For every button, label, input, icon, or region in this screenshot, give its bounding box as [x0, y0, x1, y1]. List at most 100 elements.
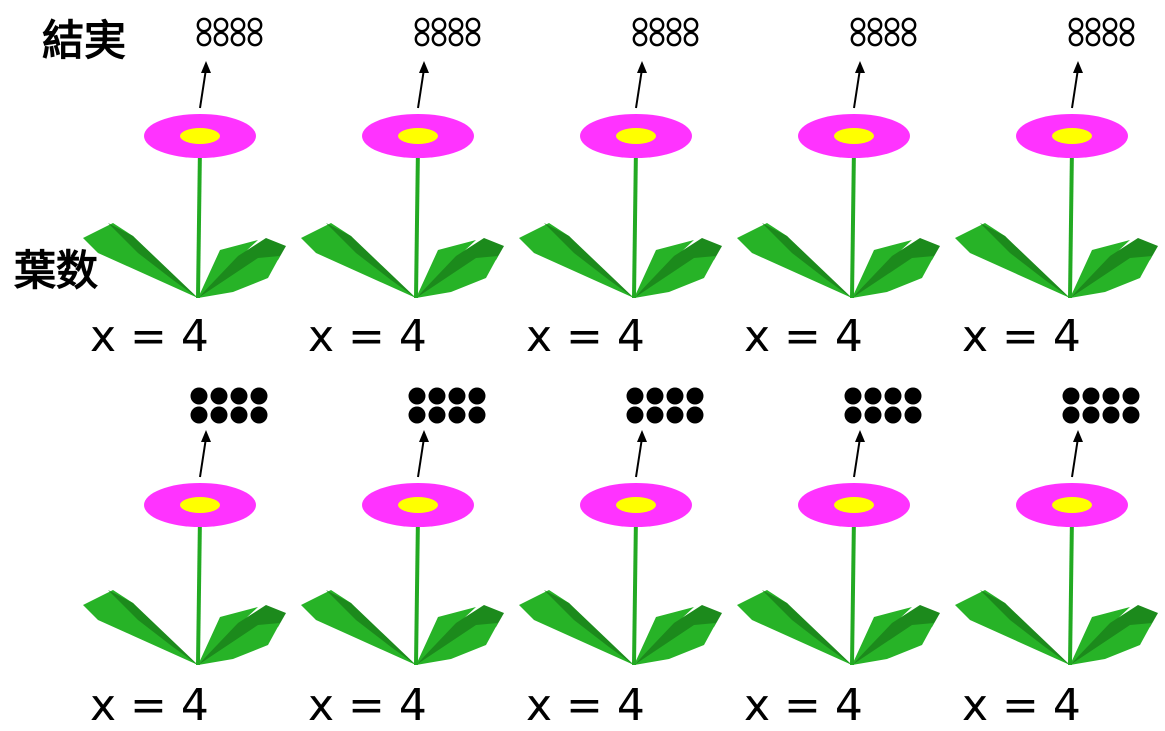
seed-hollow	[450, 33, 462, 45]
arrow-head	[201, 430, 211, 442]
plant	[301, 388, 504, 666]
seed-filled	[469, 407, 486, 424]
seed-filled	[865, 388, 882, 405]
stem	[198, 515, 200, 665]
arrow-shaft	[200, 69, 206, 108]
seed-hollow	[886, 33, 898, 45]
seed-hollow	[886, 19, 898, 31]
seed-filled	[251, 388, 268, 405]
leaf	[301, 590, 416, 665]
plant	[519, 388, 722, 666]
plant	[955, 388, 1158, 666]
seed-hollow	[249, 33, 261, 45]
seed-hollow	[685, 19, 697, 31]
stem	[634, 146, 636, 298]
seed-filled	[251, 407, 268, 424]
seed-hollow	[1070, 19, 1082, 31]
seed-hollow	[852, 19, 864, 31]
seed-hollow	[685, 33, 697, 45]
flower-center	[834, 497, 874, 513]
plant	[519, 19, 722, 298]
seed-filled	[191, 407, 208, 424]
seed-filled	[409, 407, 426, 424]
stem	[852, 146, 854, 298]
flower-center	[180, 497, 220, 513]
seed-hollow	[467, 33, 479, 45]
seed-filled	[687, 407, 704, 424]
seed-hollow	[416, 33, 428, 45]
leaf	[955, 590, 1070, 665]
seed-filled	[667, 388, 684, 405]
seed-hollow	[433, 33, 445, 45]
seed-filled	[409, 388, 426, 405]
plant	[955, 19, 1158, 298]
seed-filled	[429, 407, 446, 424]
leaf	[83, 223, 198, 298]
seed-filled	[865, 407, 882, 424]
leaf-count-value: x = 4	[308, 684, 427, 728]
flower-center	[398, 128, 438, 144]
seed-filled	[231, 407, 248, 424]
flower-center	[1052, 128, 1092, 144]
seed-filled	[1123, 407, 1140, 424]
seed-hollow	[433, 19, 445, 31]
seed-filled	[231, 388, 248, 405]
arrow-head	[419, 430, 429, 442]
seed-hollow	[1104, 19, 1116, 31]
seed-hollow	[232, 19, 244, 31]
plant	[737, 19, 940, 298]
seed-hollow	[651, 19, 663, 31]
leaf	[83, 590, 198, 665]
arrow-shaft	[1072, 438, 1078, 477]
flower-center	[180, 128, 220, 144]
seed-filled	[1063, 388, 1080, 405]
seed-filled	[1083, 407, 1100, 424]
leaf	[301, 223, 416, 298]
seed-filled	[449, 388, 466, 405]
seed-hollow	[903, 19, 915, 31]
arrow-shaft	[636, 69, 642, 108]
arrow-head	[637, 61, 647, 73]
seed-filled	[211, 388, 228, 405]
fruit-label: 結実	[42, 20, 126, 62]
stem	[1070, 515, 1072, 665]
seed-filled	[667, 407, 684, 424]
stem	[416, 515, 418, 665]
arrow-head	[1073, 430, 1083, 442]
seed-filled	[845, 388, 862, 405]
stem	[198, 146, 200, 298]
arrow-shaft	[418, 69, 424, 108]
arrow-shaft	[636, 438, 642, 477]
leaf-count-value: x = 4	[744, 315, 863, 359]
flower-center	[616, 128, 656, 144]
arrow-shaft	[854, 438, 860, 477]
seed-hollow	[467, 19, 479, 31]
leaf	[519, 223, 634, 298]
seed-hollow	[198, 19, 210, 31]
seed-hollow	[634, 19, 646, 31]
seed-filled	[1083, 388, 1100, 405]
leaf-count-value: x = 4	[526, 684, 645, 728]
seed-filled	[647, 407, 664, 424]
seed-filled	[905, 388, 922, 405]
plant	[301, 19, 504, 298]
stem	[416, 146, 418, 298]
seed-filled	[1063, 407, 1080, 424]
seed-hollow	[869, 33, 881, 45]
seed-hollow	[249, 19, 261, 31]
seed-hollow	[852, 33, 864, 45]
flower-center	[398, 497, 438, 513]
seed-filled	[845, 407, 862, 424]
seed-hollow	[1087, 19, 1099, 31]
stem	[852, 515, 854, 665]
seed-hollow	[651, 33, 663, 45]
seed-hollow	[1104, 33, 1116, 45]
seed-filled	[627, 407, 644, 424]
arrow-head	[855, 61, 865, 73]
seed-hollow	[1070, 33, 1082, 45]
leaf-count-value: x = 4	[90, 315, 209, 359]
plant	[83, 388, 286, 666]
seed-filled	[1123, 388, 1140, 405]
leaf-count-value: x = 4	[526, 315, 645, 359]
seed-hollow	[1087, 33, 1099, 45]
